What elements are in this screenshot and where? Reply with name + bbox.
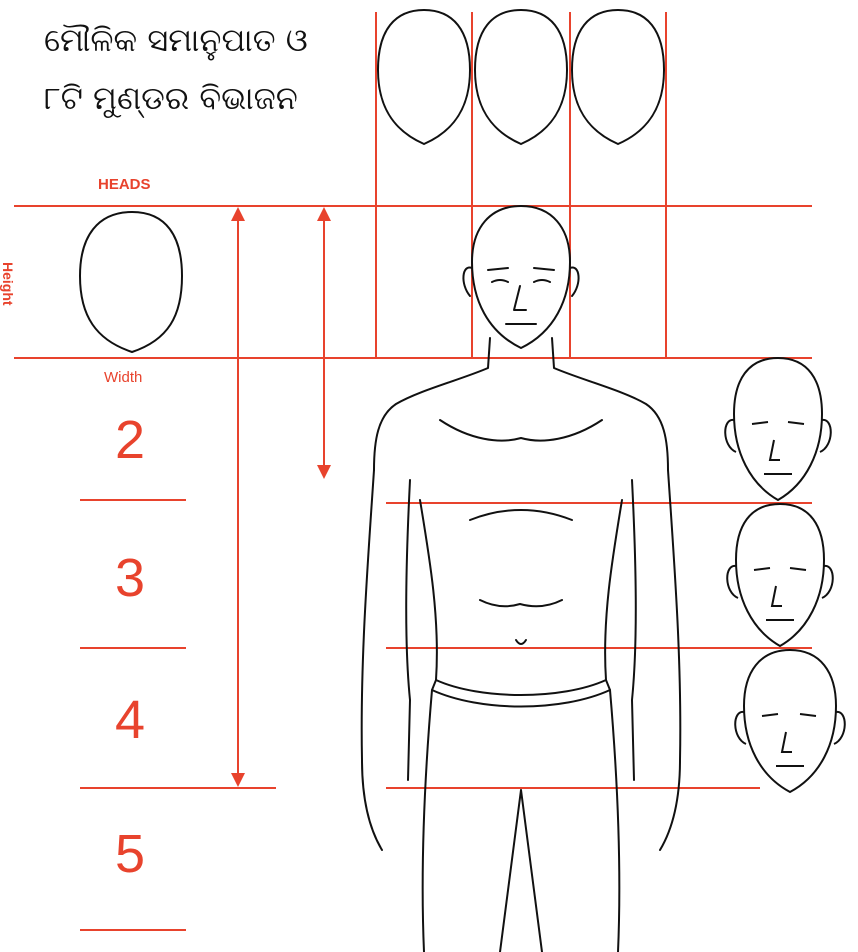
side-head-2: [727, 504, 833, 646]
head-width-row: [378, 10, 664, 144]
side-head-1: [725, 358, 831, 500]
abdomen-line: [480, 600, 562, 606]
side-head-3: [735, 650, 845, 792]
pectoral-line: [440, 420, 602, 441]
head-outline-2: [475, 10, 567, 144]
left-arm-outer: [362, 470, 382, 850]
right-ear: [570, 267, 579, 296]
head-outline-1: [378, 10, 470, 144]
right-torso: [605, 500, 622, 680]
body-figure: [362, 206, 681, 952]
inner-legs: [500, 790, 542, 952]
figure-head: [472, 206, 570, 348]
rib-line: [470, 510, 572, 520]
left-arm-inner: [406, 480, 410, 780]
left-ear: [463, 267, 472, 296]
right-arm-outer: [660, 470, 680, 850]
left-leg-outer: [423, 690, 432, 952]
waistband: [432, 680, 610, 707]
side-head-stack: [725, 358, 845, 792]
head-outline-3: [572, 10, 664, 144]
head-outline-left: [80, 212, 182, 352]
right-leg-outer: [610, 690, 619, 952]
guide-lines: [14, 12, 812, 930]
left-torso: [420, 500, 437, 680]
right-arm-inner: [632, 480, 636, 780]
navel: [516, 640, 526, 644]
